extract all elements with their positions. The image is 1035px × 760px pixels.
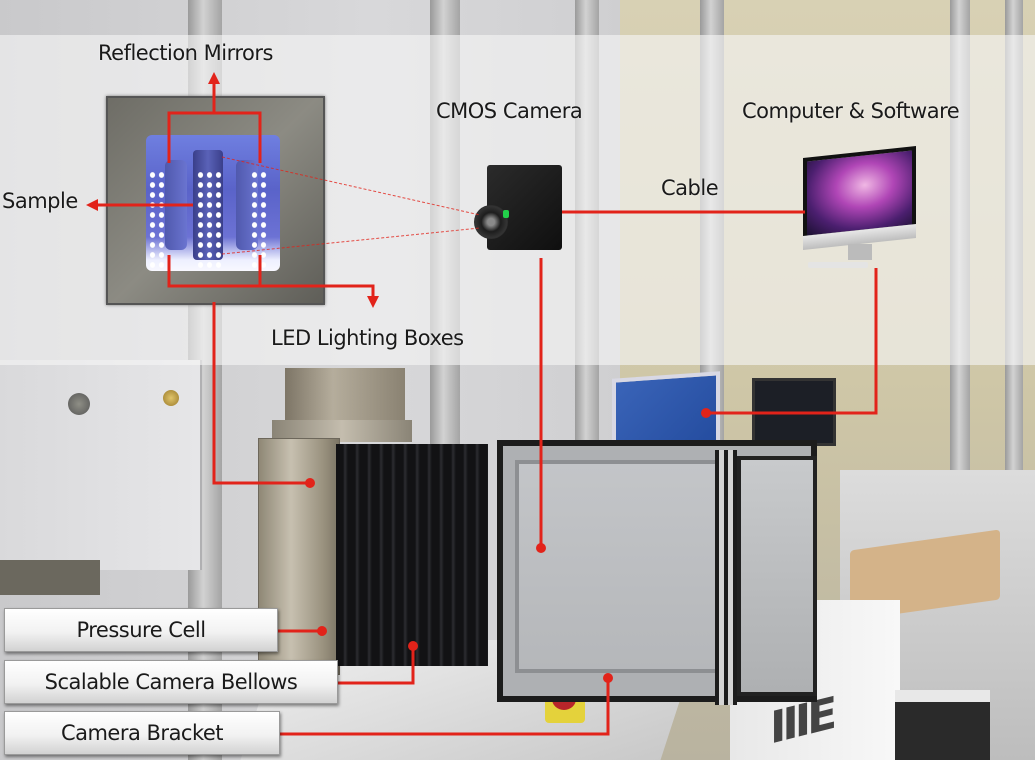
label-reflection-mirrors: Reflection Mirrors: [98, 41, 273, 65]
led-array: [148, 170, 166, 270]
camera-bracket-post: [715, 450, 737, 705]
label-computer-software: Computer & Software: [742, 99, 960, 123]
led-array: [250, 170, 268, 270]
valve-knob-icon: [68, 393, 90, 415]
label-cmos-camera: CMOS Camera: [436, 99, 583, 123]
callout-pressure-cell: Pressure Cell: [4, 608, 278, 652]
callout-camera-bracket: Camera Bracket: [4, 711, 280, 755]
callout-scalable-camera-bellows: Scalable Camera Bellows: [4, 660, 338, 704]
keyboard: [808, 262, 868, 268]
label-sample: Sample: [2, 189, 78, 213]
valve-knob-icon: [163, 390, 179, 406]
camera-lens-icon: [474, 205, 508, 239]
printer: [895, 690, 990, 760]
label-cable: Cable: [661, 176, 719, 200]
label-led-lighting-boxes: LED Lighting Boxes: [271, 326, 464, 350]
camera-status-led: [503, 210, 509, 218]
computer-stand: [848, 244, 872, 260]
camera-bracket-panel: [515, 460, 723, 673]
pressure-cell-flange: [272, 420, 412, 442]
camera-bracket-side: [737, 456, 817, 696]
led-array: [196, 170, 223, 270]
base-block: [0, 560, 100, 595]
camera-bellows: [336, 444, 488, 666]
